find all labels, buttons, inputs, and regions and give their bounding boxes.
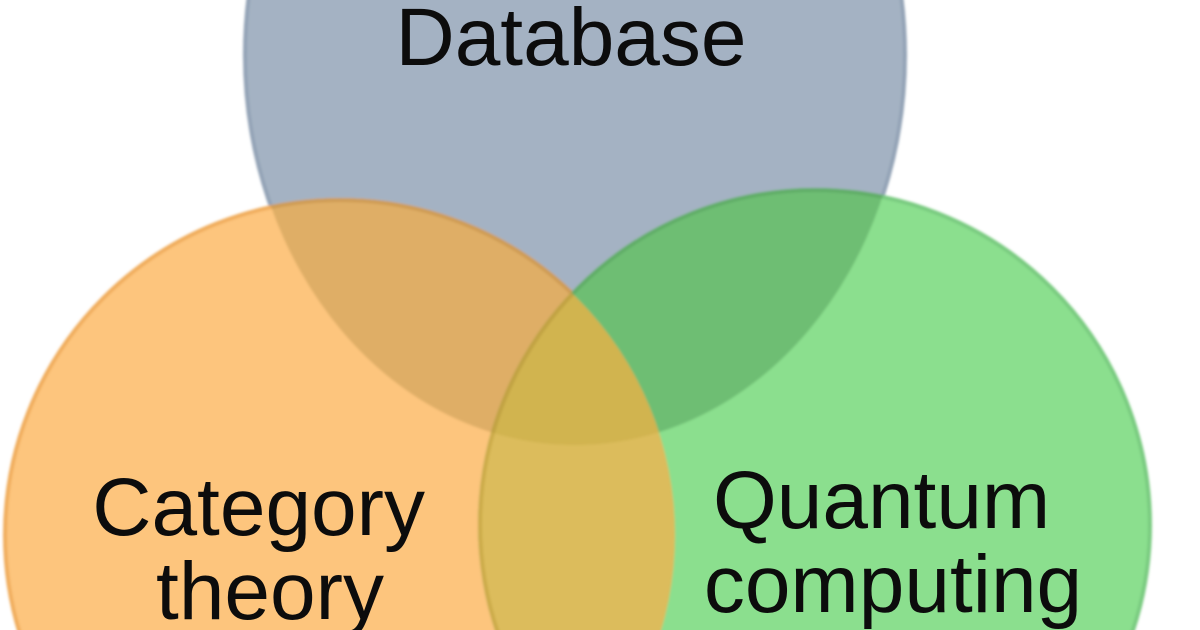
quantum-computing-label-line1: Quantum: [713, 455, 1050, 546]
database-label: Database: [395, 0, 746, 83]
quantum-computing-label: Quantum computing: [704, 455, 1082, 630]
database-label-line1: Database: [395, 0, 746, 83]
quantum-computing-label-line2: computing: [704, 539, 1082, 630]
category-theory-label-line1: Category: [92, 462, 425, 553]
category-theory-label-line2: theory: [156, 546, 384, 630]
category-theory-label: Category theory: [92, 462, 448, 630]
